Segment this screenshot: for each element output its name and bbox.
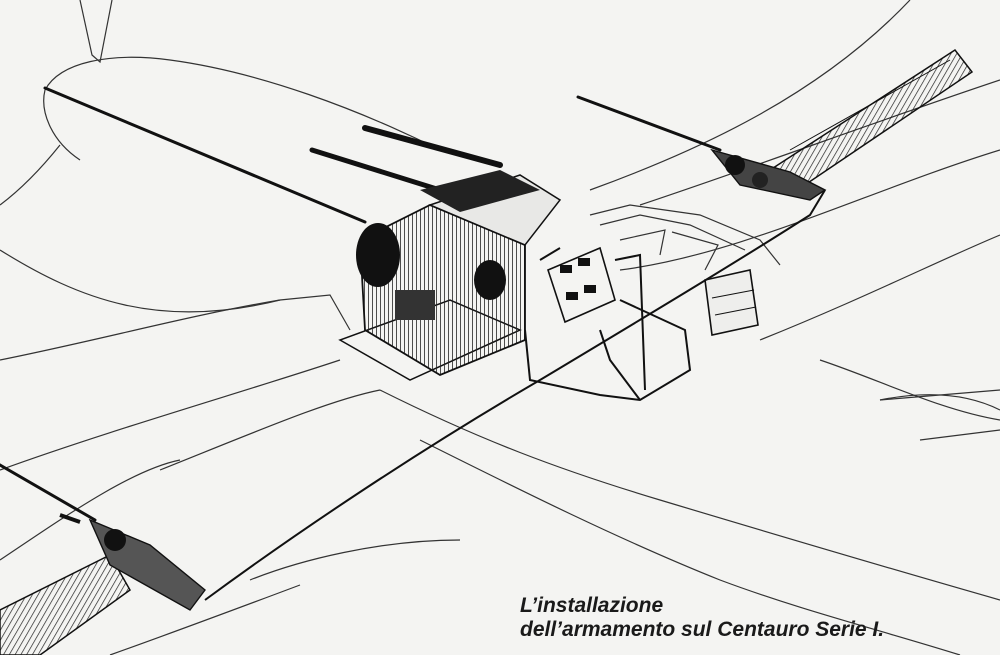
- left-wing-gun: [59, 513, 206, 611]
- ammunition-belt-right: [768, 48, 974, 197]
- wiring: [204, 189, 826, 601]
- figure-caption: L’installazione dell’armamento sul Centa…: [520, 594, 990, 642]
- junction-box: [704, 269, 759, 336]
- central-gun-mount: [338, 170, 562, 381]
- gun-barrels: [0, 86, 722, 522]
- caption-line-2: dell’armamento sul Centauro Serie I.: [520, 618, 885, 641]
- right-wing-gun: [710, 148, 827, 201]
- control-panel: [547, 246, 616, 324]
- ammunition-belt-left: [0, 554, 131, 655]
- caption-line-1: L’installazione: [520, 594, 664, 617]
